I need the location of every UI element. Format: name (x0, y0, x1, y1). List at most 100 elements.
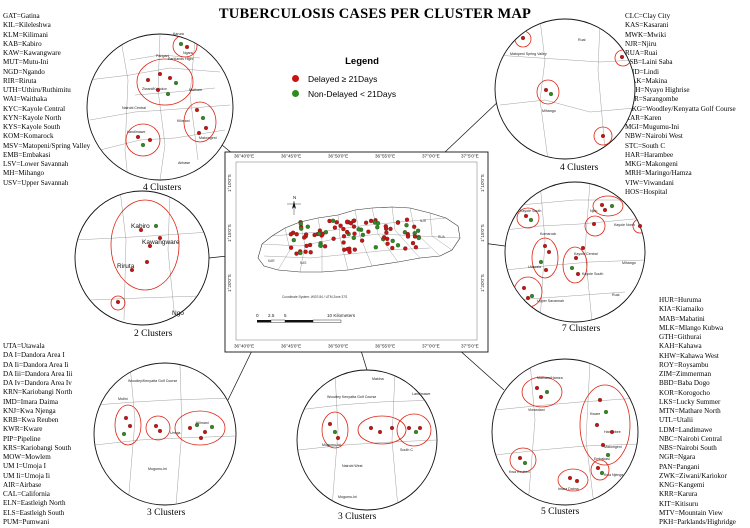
non-delayed-case-point (305, 224, 310, 229)
delayed-case-point (203, 125, 209, 131)
abbreviation-item: MGI=Mugumu-Ini (625, 123, 680, 131)
abbreviation-item: HUR=Huruma (659, 296, 702, 304)
longitude-tick-label: 37°0'0"E (422, 154, 440, 159)
abbreviation-item: AIR=Airbase (3, 480, 42, 489)
delayed-case-point (341, 234, 347, 239)
delayed-case-point (344, 229, 350, 235)
abbreviation-item: ROY=Roysambu (659, 360, 709, 369)
inset-circle-bottom-center: Woodley Kenyatta Golf CourseMakinaLandim… (296, 369, 438, 511)
delayed-case-point (520, 35, 526, 41)
abbreviation-item: NGR=Ngara (659, 453, 696, 462)
delayed-case-point (359, 238, 365, 243)
svg-text:2.5: 2.5 (268, 313, 275, 318)
delayed-case-point (341, 240, 346, 245)
abbreviation-item: KOM=Komarock (3, 132, 54, 141)
delayed-case-point (351, 218, 356, 224)
delayed-case-point (517, 455, 523, 461)
delayed-case-point (123, 415, 129, 421)
delayed-case-point (594, 422, 600, 428)
non-delayed-dot-icon (292, 90, 299, 97)
delayed-dot-icon (292, 75, 299, 82)
non-delayed-case-point (299, 226, 304, 231)
inset-place-label: Kwa Njenga (604, 473, 623, 477)
inset-place-label: Makongeni (199, 136, 217, 140)
abbreviation-item: RUA=Ruai (625, 49, 658, 57)
inset-place-label: Umoja (170, 431, 180, 435)
abbreviation-item: MWK=Mwiki (625, 30, 667, 39)
non-delayed-case-point (529, 293, 535, 299)
delayed-case-point (567, 475, 573, 481)
inset-place-label: Nairobi West (342, 464, 363, 468)
non-delayed-case-point (178, 41, 184, 47)
abbreviation-item: KWR=Kware (3, 425, 43, 434)
delayed-case-point (543, 87, 549, 93)
non-delayed-case-point (404, 223, 409, 228)
abbreviation-item: MTV=Mountain View (659, 508, 723, 517)
delayed-case-point (127, 423, 133, 429)
abbreviation-item: UTL=Utalii (659, 416, 693, 425)
abbreviation-item: UM I=Umoja I (3, 462, 47, 471)
delayed-case-point (303, 232, 309, 237)
non-delayed-case-point (316, 231, 322, 236)
main-map-panel: 36°40'0"E36°40'0"E36°45'0"E36°45'0"E36°5… (224, 151, 489, 353)
inset-place-label: Mathare/Hamza (537, 376, 563, 380)
delayed-case-point (368, 425, 374, 431)
longitude-tick-label: 36°50'0"E (328, 154, 348, 159)
abbreviation-item: NBS=Nairobi South (659, 444, 717, 452)
delayed-case-point (322, 244, 328, 249)
legend-item-delayed: Delayed ≥ 21Days (292, 71, 432, 86)
delayed-case-point (410, 240, 416, 246)
inset-place-label: Makongeni (604, 445, 622, 449)
svg-text:10 Kilometers: 10 Kilometers (327, 313, 356, 318)
non-delayed-case-point (569, 265, 575, 271)
inset-place-label: Kware (590, 412, 600, 416)
inset-place-label: Mugumu-Ini (338, 495, 357, 499)
inset-place-label: Kilimani (196, 421, 209, 425)
abbreviation-item: VIW=Viwandani (625, 178, 674, 187)
abbreviation-item: ELN=Eastleigh North (3, 499, 66, 508)
delayed-case-point (609, 429, 615, 435)
delayed-case-point (413, 245, 419, 250)
delayed-case-point (395, 220, 401, 225)
abbreviation-item: WAI=Waithaka (3, 95, 48, 104)
non-delayed-case-point (209, 424, 215, 430)
inset-place-label: Utawala (528, 265, 541, 269)
delayed-case-point (135, 134, 141, 140)
delayed-case-point (196, 130, 202, 136)
latitude-tick-label: 1°10'0"S (227, 174, 232, 192)
delayed-case-point (384, 230, 389, 235)
delayed-case-point (294, 251, 299, 256)
non-delayed-case-point (375, 225, 380, 230)
abbreviation-item: WKG=Woodley/Kenyatta Golf Course (625, 104, 736, 113)
inset-place-label: Mugumu-Ini (322, 443, 341, 447)
non-delayed-case-point (544, 389, 550, 395)
delayed-case-point (294, 232, 299, 237)
abbreviation-item: KYN=Kayole North (3, 113, 62, 122)
legend-item-non-delayed: Non-Delayed < 21Days (292, 86, 432, 101)
abbreviation-item: DA Iii=Dandora Area Iii (3, 369, 73, 378)
longitude-tick-label: 36°50'0"E (328, 344, 348, 349)
abbreviation-item: LDM=Landimawe (659, 425, 713, 434)
delayed-case-point (303, 249, 308, 254)
abbreviation-item: PIP=Pipeline (3, 434, 41, 443)
delayed-case-point (417, 425, 423, 431)
inset-circle-bottom-left: Woodley/Kenyatta Golf CourseMutiniUmojaK… (93, 362, 237, 506)
delayed-case-point (538, 394, 544, 400)
delayed-case-point (385, 241, 390, 246)
inset-place-label: Landimawe (412, 392, 430, 396)
abbreviation-item: KRN=Kariobangi North (3, 388, 73, 397)
non-delayed-case-point (413, 429, 419, 435)
abbreviation-item: CAL=California (3, 490, 50, 498)
abbreviation-item: KRB=Kwa Reuben (3, 416, 59, 424)
svg-text:KAR: KAR (268, 259, 275, 263)
abbreviation-item: ZIM=Zimmerman (659, 370, 712, 378)
longitude-tick-label: 36°45'0"E (281, 344, 301, 349)
inset-place-label: Parklands Highr (168, 57, 194, 61)
delayed-case-point (637, 223, 643, 229)
abbreviation-item: KYC=Kayole Central (3, 104, 66, 113)
abbreviation-item: MRH=Maringo/Hamza (625, 169, 692, 178)
delayed-case-point (351, 224, 357, 229)
non-delayed-case-point (165, 91, 171, 97)
caption-top-left-clusters: 4 Clusters (143, 183, 182, 193)
delayed-case-point (194, 107, 200, 113)
